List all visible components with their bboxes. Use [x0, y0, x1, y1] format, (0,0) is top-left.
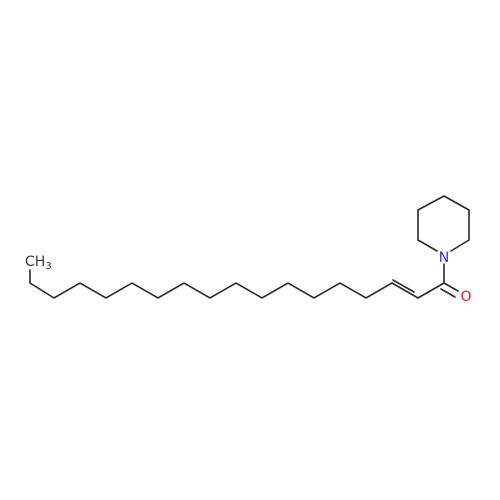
ring-bond-5: [417, 239, 438, 252]
oxygen-label: O: [460, 289, 471, 305]
alkene-double-bond: [391, 279, 419, 299]
carbonyl-bond-outer: [443, 282, 459, 292]
alkene-bond-inner: [392, 279, 415, 293]
carbonyl-alkene-bond: [417, 282, 445, 299]
ring-bond-4: [450, 239, 470, 252]
terminal-methyl-label: CH3: [25, 254, 52, 272]
carbonyl-double-bond: [440, 282, 459, 298]
carbonyl-bond-inner: [440, 288, 456, 298]
piperidine-ring: [417, 195, 470, 252]
ring-bond-1: [417, 195, 445, 211]
alkyl-chain: [29, 269, 393, 299]
alkene-bond-outer: [391, 282, 419, 299]
ring-bond-2: [443, 195, 470, 211]
nitrogen-label: N: [439, 250, 449, 266]
